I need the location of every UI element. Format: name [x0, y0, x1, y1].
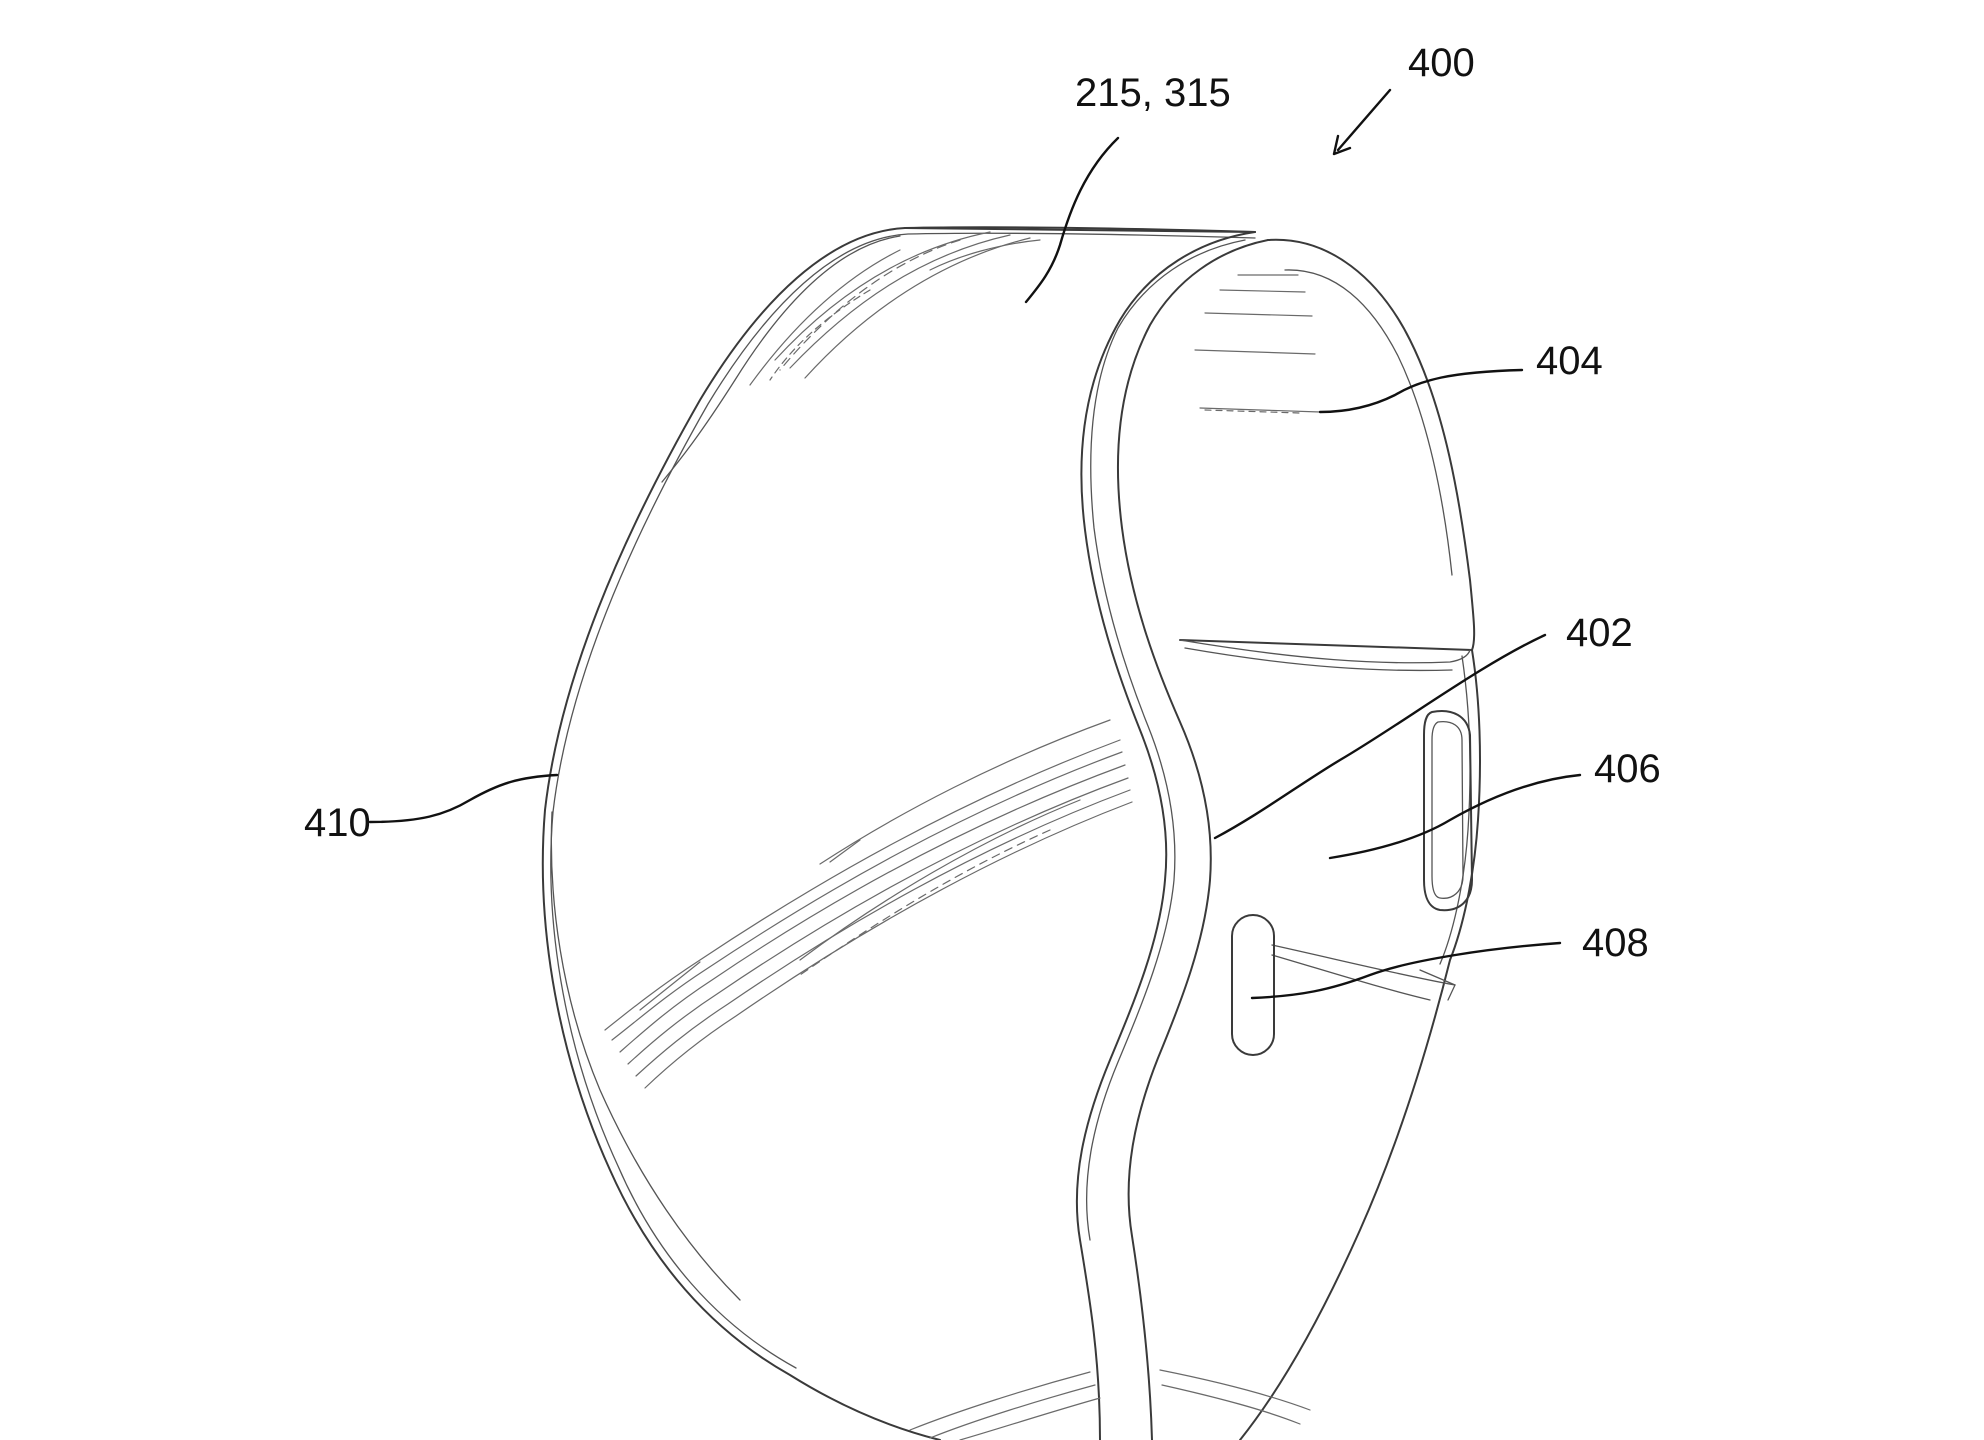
leader-408 — [1250, 941, 1562, 1000]
display-window — [1179, 238, 1476, 672]
label-408: 408 — [1582, 921, 1649, 965]
leader-215-315 — [1024, 136, 1120, 304]
leader-402 — [1213, 633, 1547, 840]
label-400: 400 — [1408, 41, 1475, 85]
band-inner-loop — [1075, 231, 1269, 1440]
side-panel — [1239, 649, 1481, 1440]
label-406: 406 — [1594, 747, 1661, 791]
label-402: 402 — [1566, 611, 1633, 655]
label-215-315: 215, 315 — [1075, 71, 1231, 115]
side-button — [1231, 914, 1275, 1056]
band-outer-silhouette — [541, 226, 1256, 1440]
arrowhead-400 — [1332, 134, 1352, 156]
band-top-edge — [904, 227, 1256, 233]
bottom-shading — [909, 1369, 1311, 1440]
leader-lines — [368, 88, 1582, 1000]
top-shading — [749, 231, 1041, 386]
leader-406 — [1328, 773, 1582, 860]
label-410: 410 — [304, 801, 371, 845]
leader-400 — [1336, 88, 1392, 152]
body-shading — [604, 719, 1133, 1089]
label-404: 404 — [1536, 339, 1603, 383]
reference-labels: 400 215, 315 404 402 406 408 410 — [304, 41, 1661, 965]
leader-410 — [368, 773, 559, 824]
leader-404 — [1318, 368, 1524, 414]
